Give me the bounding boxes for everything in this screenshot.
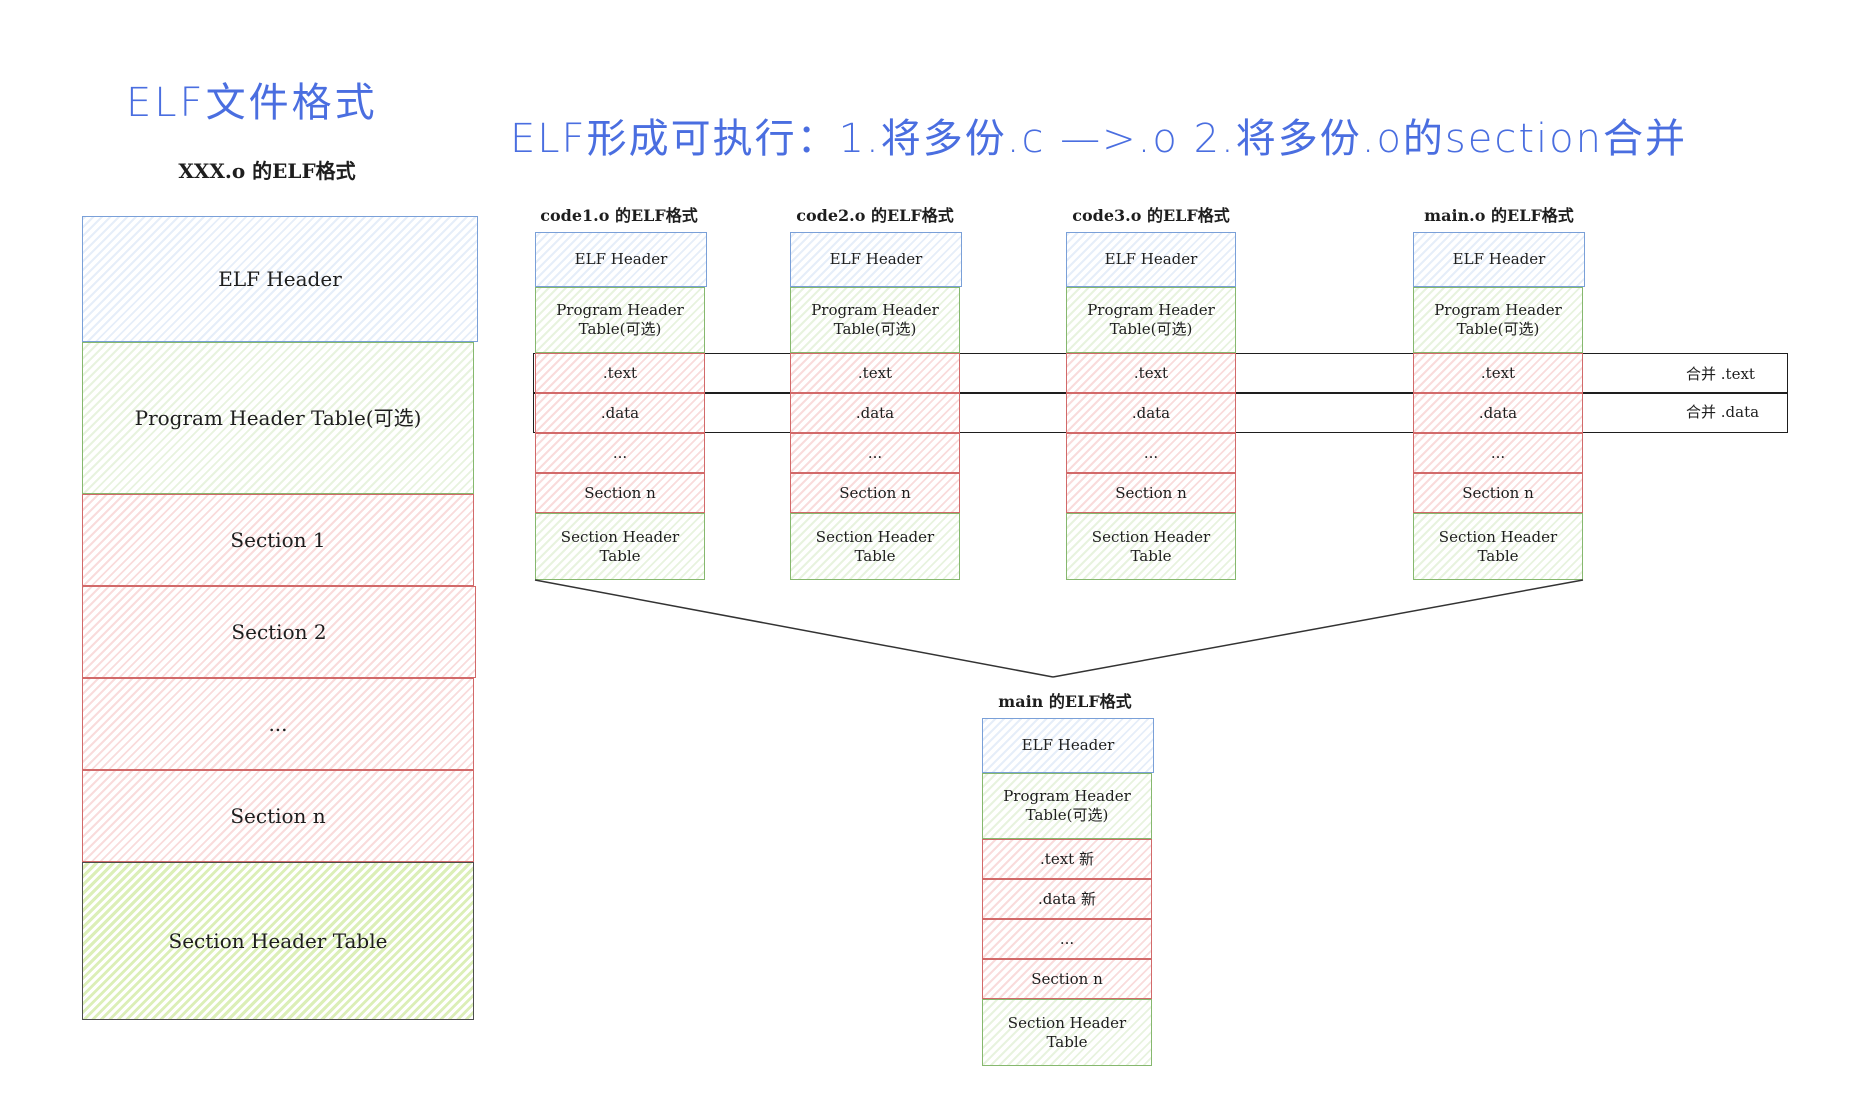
code1-program-header-table: Program Header Table(可选)	[535, 287, 705, 353]
code2-elf-header: ELF Header	[790, 232, 962, 287]
main-o-section-header-table: Section Header Table	[1413, 513, 1583, 580]
code3-section-n: Section n	[1066, 473, 1236, 513]
code3-caption: code3.o 的ELF格式	[1072, 206, 1230, 225]
result-caption: main 的ELF格式	[998, 692, 1132, 711]
funnel-line-left	[534, 579, 1054, 678]
left-section-header-table: Section Header Table	[82, 862, 474, 1020]
diagram-title-left: ELF文件格式	[126, 80, 378, 126]
main-o-section-ellipsis: ...	[1413, 433, 1583, 473]
code1-caption: code1.o 的ELF格式	[540, 206, 698, 225]
result-program-header-table: Program Header Table(可选)	[982, 773, 1152, 839]
code2-data-section: .data	[790, 393, 960, 433]
result-data-section-new: .data 新	[982, 879, 1152, 919]
main-o-elf-header: ELF Header	[1413, 232, 1585, 287]
code3-data-section: .data	[1066, 393, 1236, 433]
code1-section-ellipsis: ...	[535, 433, 705, 473]
code2-section-ellipsis: ...	[790, 433, 960, 473]
code2-program-header-table: Program Header Table(可选)	[790, 287, 960, 353]
main-o-data-section: .data	[1413, 393, 1583, 433]
left-elf-header: ELF Header	[82, 216, 478, 342]
code2-section-header-table: Section Header Table	[790, 513, 960, 580]
merge-data-label: 合并 .data	[1686, 403, 1760, 421]
left-section-2: Section 2	[82, 586, 476, 678]
code1-text-section: .text	[535, 353, 705, 393]
left-program-header-table: Program Header Table(可选)	[82, 342, 474, 494]
left-caption: XXX.o 的ELF格式	[178, 159, 356, 183]
merge-text-label: 合并 .text	[1686, 365, 1755, 383]
main-o-program-header-table: Program Header Table(可选)	[1413, 287, 1583, 353]
main-o-text-section: .text	[1413, 353, 1583, 393]
code1-data-section: .data	[535, 393, 705, 433]
left-section-n: Section n	[82, 770, 474, 862]
code3-section-header-table: Section Header Table	[1066, 513, 1236, 580]
result-section-ellipsis: ...	[982, 919, 1152, 959]
code2-caption: code2.o 的ELF格式	[796, 206, 954, 225]
code3-text-section: .text	[1066, 353, 1236, 393]
code3-elf-header: ELF Header	[1066, 232, 1236, 287]
left-section-ellipsis: ...	[82, 678, 474, 770]
result-section-header-table: Section Header Table	[982, 999, 1152, 1066]
left-section-1: Section 1	[82, 494, 474, 586]
code3-program-header-table: Program Header Table(可选)	[1066, 287, 1236, 353]
main-o-section-n: Section n	[1413, 473, 1583, 513]
diagram-title-right: ELF形成可执行：1.将多份.c —>.o 2.将多份.o的section合并	[510, 116, 1687, 162]
result-text-section-new: .text 新	[982, 839, 1152, 879]
code1-section-n: Section n	[535, 473, 705, 513]
code1-elf-header: ELF Header	[535, 232, 707, 287]
result-elf-header: ELF Header	[982, 718, 1154, 773]
main-o-caption: main.o 的ELF格式	[1424, 206, 1574, 225]
result-section-n: Section n	[982, 959, 1152, 999]
code1-section-header-table: Section Header Table	[535, 513, 705, 580]
code3-section-ellipsis: ...	[1066, 433, 1236, 473]
code2-section-n: Section n	[790, 473, 960, 513]
funnel-line-right	[1052, 579, 1584, 678]
code2-text-section: .text	[790, 353, 960, 393]
